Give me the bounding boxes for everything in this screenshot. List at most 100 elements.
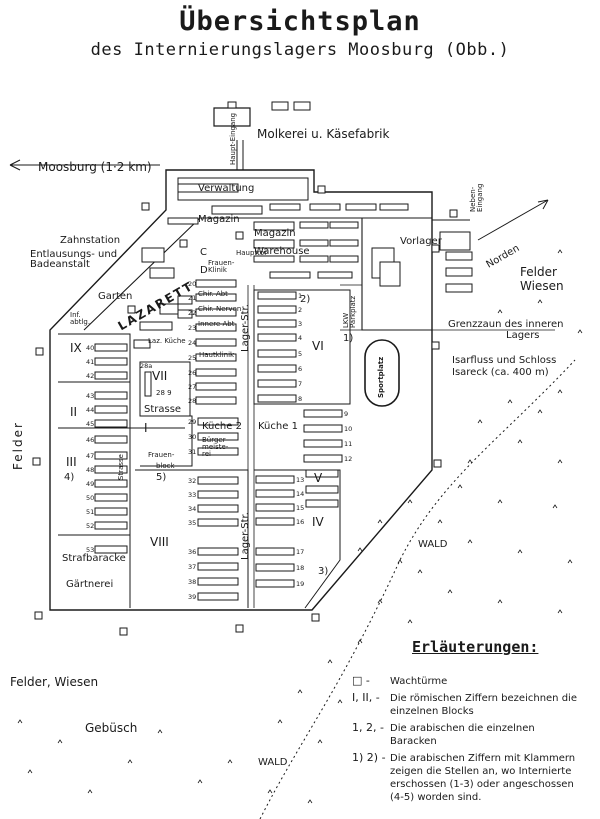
barrack-number: 7 xyxy=(298,380,302,388)
block-i-fence xyxy=(140,415,193,467)
barrack-number: 46 xyxy=(86,436,94,444)
label-sportplatz: Sportplatz xyxy=(377,356,385,398)
tree-icon xyxy=(467,459,473,464)
barrack-number: 26 xyxy=(188,369,196,377)
tree-icon xyxy=(567,559,573,564)
tree-icon xyxy=(497,499,503,504)
tree-marks xyxy=(17,249,583,804)
tree-icon xyxy=(417,569,423,574)
building xyxy=(299,255,329,263)
label-isarfluss-1: Isarfluss und Schloss xyxy=(452,355,557,366)
block-vii: VII xyxy=(152,369,168,383)
barrack xyxy=(197,547,239,556)
building xyxy=(329,239,359,247)
tree-icon xyxy=(197,779,203,784)
tree-icon xyxy=(297,689,303,694)
barrack-number: 21 xyxy=(188,294,196,302)
parkplatz xyxy=(340,284,363,331)
barrack xyxy=(195,293,237,302)
building xyxy=(159,303,179,315)
label-magazin-2: Magazin xyxy=(254,228,296,239)
kaserei-box xyxy=(213,107,251,127)
label-inf-abtlg: Inf. abtlg. xyxy=(70,311,91,326)
label-verwaltung: Verwaltung xyxy=(198,183,255,194)
building xyxy=(177,295,193,305)
barrack xyxy=(303,409,343,418)
watch-tower-icon xyxy=(32,457,41,466)
legend-symbol-1: □ - xyxy=(352,674,370,687)
building xyxy=(299,239,329,247)
label-grenzzaun-1: Grenzzaun des inneren xyxy=(448,319,564,330)
label-warehouse: Warehouse xyxy=(254,246,310,257)
barrack-number: 5 xyxy=(298,350,302,358)
tree-icon xyxy=(552,504,558,509)
watch-tower-icon xyxy=(34,611,43,620)
building xyxy=(309,203,341,211)
barrack xyxy=(195,353,237,362)
barrack-number: 32 xyxy=(188,477,196,485)
entrance-road xyxy=(236,140,244,170)
barrack-number: 18 xyxy=(296,564,304,572)
building xyxy=(439,231,471,251)
barrack xyxy=(94,479,128,488)
barrack-number: 20 xyxy=(188,280,196,288)
legend-symbol-4: 1) 2) - xyxy=(352,751,386,764)
barrack xyxy=(255,547,295,556)
barrack xyxy=(197,417,239,426)
barrack xyxy=(94,343,128,352)
barrack xyxy=(94,493,128,502)
tree-icon xyxy=(307,799,313,804)
building xyxy=(329,221,359,229)
moosburg-arrow xyxy=(9,159,160,171)
building xyxy=(253,255,295,263)
label-felder-east: Felder xyxy=(520,265,557,279)
watch-tower-icon xyxy=(35,347,44,356)
barrack-number: 25 xyxy=(188,354,196,362)
label-hauptor: Haupttor xyxy=(236,249,268,257)
tree-icon xyxy=(127,759,133,764)
barrack xyxy=(195,338,237,347)
barrack xyxy=(195,308,237,317)
barrack-number: 24 xyxy=(188,339,196,347)
barrack-number: 16 xyxy=(296,518,304,526)
label-28-9: 28 9 xyxy=(156,389,172,397)
block-v-fence xyxy=(254,469,341,609)
building xyxy=(141,247,165,263)
mid-block-line xyxy=(58,381,185,536)
tree-icon xyxy=(227,759,233,764)
barrack-number: 2 xyxy=(298,306,302,314)
label-chir-abt: Chir. Abt xyxy=(198,290,228,298)
watch-tower-icon xyxy=(119,627,128,636)
barrack-number: 29 xyxy=(188,418,196,426)
label-wald-1: WALD xyxy=(418,539,448,550)
tree-icon xyxy=(517,439,523,444)
barrack xyxy=(94,545,128,554)
legend-text-3: Die arabischen die einzelnen Baracken xyxy=(390,723,535,747)
barrack xyxy=(257,394,297,403)
building xyxy=(149,267,175,279)
barrack xyxy=(94,405,128,414)
barrack xyxy=(257,333,297,342)
label-kueche-1: Küche 1 xyxy=(258,421,298,432)
barrack-number: 37 xyxy=(188,563,196,571)
building xyxy=(253,239,295,249)
label-frauenblock-1: Frauen- xyxy=(148,451,175,459)
watch-tower-icon xyxy=(141,202,150,211)
building xyxy=(139,321,173,331)
barrack xyxy=(255,475,295,484)
barrack xyxy=(195,382,237,391)
label-vorlager: Vorlager xyxy=(400,236,442,247)
tree-icon xyxy=(277,719,283,724)
building xyxy=(317,271,353,279)
tree-icon xyxy=(397,559,403,564)
label-buergermeisterei: Bürger-meiste-rei xyxy=(202,436,229,458)
barrack-number: 41 xyxy=(86,358,94,366)
watch-tower-icon xyxy=(127,305,136,314)
label-isarfluss-2: Isareck (ca. 400 m) xyxy=(452,367,549,378)
tree-icon xyxy=(477,419,483,424)
tree-icon xyxy=(467,539,473,544)
barrack-number: 40 xyxy=(86,344,94,352)
barrack-number: 28a xyxy=(140,362,152,370)
